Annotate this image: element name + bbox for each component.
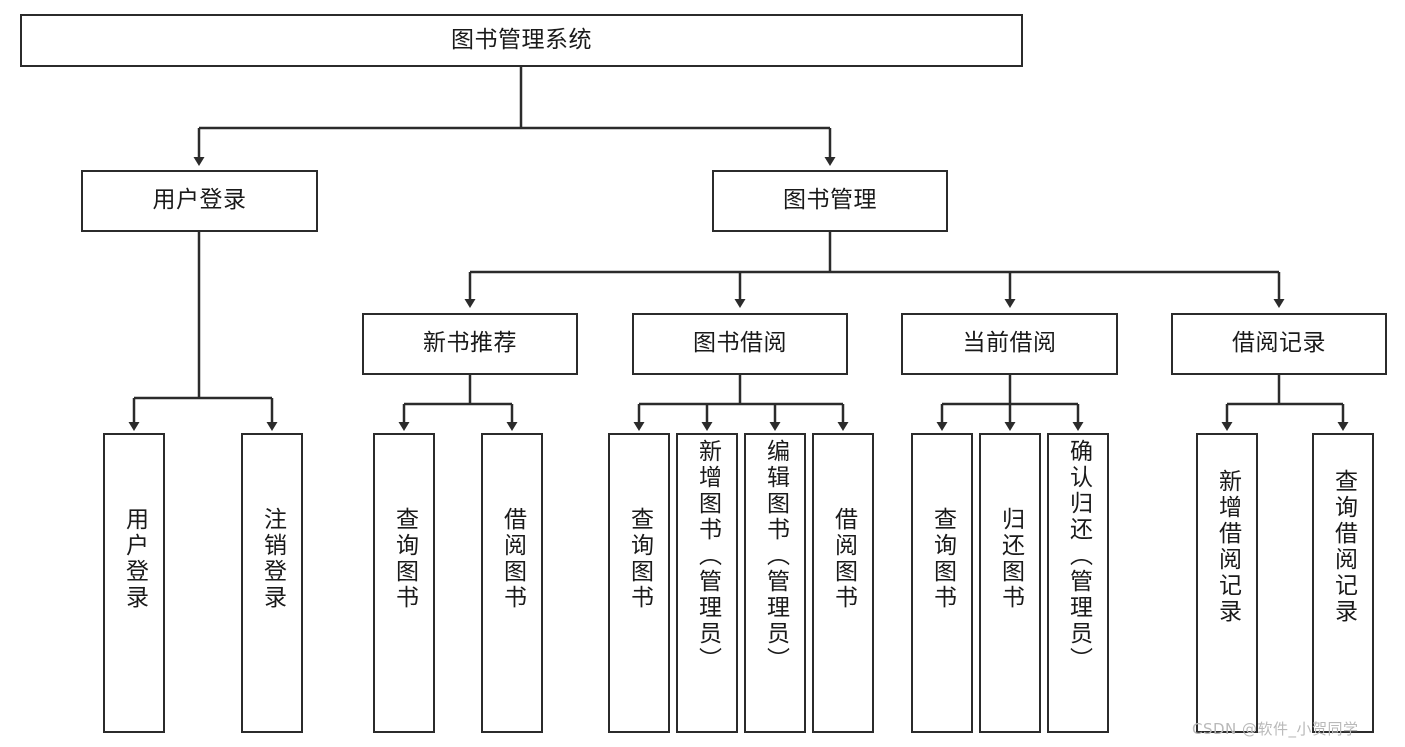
node-label: 查询图书 [929, 507, 956, 611]
node-label: 编辑图书（管理员） [762, 439, 789, 673]
node-label: 查询图书 [391, 507, 418, 611]
node-leaf-add-book[interactable]: 新增图书（管理员） [676, 433, 738, 733]
node-label: 归还图书 [997, 507, 1024, 611]
node-leaf-confirm-return[interactable]: 确认归还（管理员） [1047, 433, 1109, 733]
node-label: 借阅图书 [499, 507, 526, 611]
node-leaf-query-borrow-record[interactable]: 查询借阅记录 [1312, 433, 1374, 733]
node-label: 确认归还（管理员） [1065, 439, 1092, 673]
node-leaf-query-book-current[interactable]: 查询图书 [911, 433, 973, 733]
node-label: 图书借阅 [693, 330, 787, 357]
node-label: 新增借阅记录 [1214, 469, 1241, 625]
node-label: 用户登录 [121, 507, 148, 611]
node-label: 借阅记录 [1232, 330, 1326, 357]
node-leaf-user-logout[interactable]: 注销登录 [241, 433, 303, 733]
node-leaf-add-borrow-record[interactable]: 新增借阅记录 [1196, 433, 1258, 733]
node-book-management[interactable]: 图书管理 [712, 170, 948, 232]
csdn-watermark: CSDN @软件_小贺同学 [1192, 720, 1359, 738]
node-label: 借阅图书 [830, 507, 857, 611]
node-leaf-borrow-book-recommend[interactable]: 借阅图书 [481, 433, 543, 733]
node-leaf-return-book[interactable]: 归还图书 [979, 433, 1041, 733]
node-user-login[interactable]: 用户登录 [81, 170, 318, 232]
node-leaf-query-book-borrow[interactable]: 查询图书 [608, 433, 670, 733]
node-new-book-recommend[interactable]: 新书推荐 [362, 313, 578, 375]
node-label: 用户登录 [152, 187, 247, 214]
node-book-borrow[interactable]: 图书借阅 [632, 313, 848, 375]
node-label: 新增图书（管理员） [694, 439, 721, 673]
node-label: 图书管理系统 [451, 26, 592, 53]
node-leaf-edit-book[interactable]: 编辑图书（管理员） [744, 433, 806, 733]
node-leaf-user-login[interactable]: 用户登录 [103, 433, 165, 733]
node-label: 新书推荐 [423, 330, 517, 357]
node-label: 查询图书 [626, 507, 653, 611]
node-current-borrow[interactable]: 当前借阅 [901, 313, 1118, 375]
node-label: 当前借阅 [962, 330, 1057, 357]
node-label: 查询借阅记录 [1330, 469, 1357, 625]
node-root-system[interactable]: 图书管理系统 [20, 14, 1023, 67]
node-label: 注销登录 [259, 507, 286, 611]
node-borrow-record[interactable]: 借阅记录 [1171, 313, 1387, 375]
node-leaf-borrow-book[interactable]: 借阅图书 [812, 433, 874, 733]
node-leaf-query-book-recommend[interactable]: 查询图书 [373, 433, 435, 733]
node-label: 图书管理 [783, 187, 877, 214]
